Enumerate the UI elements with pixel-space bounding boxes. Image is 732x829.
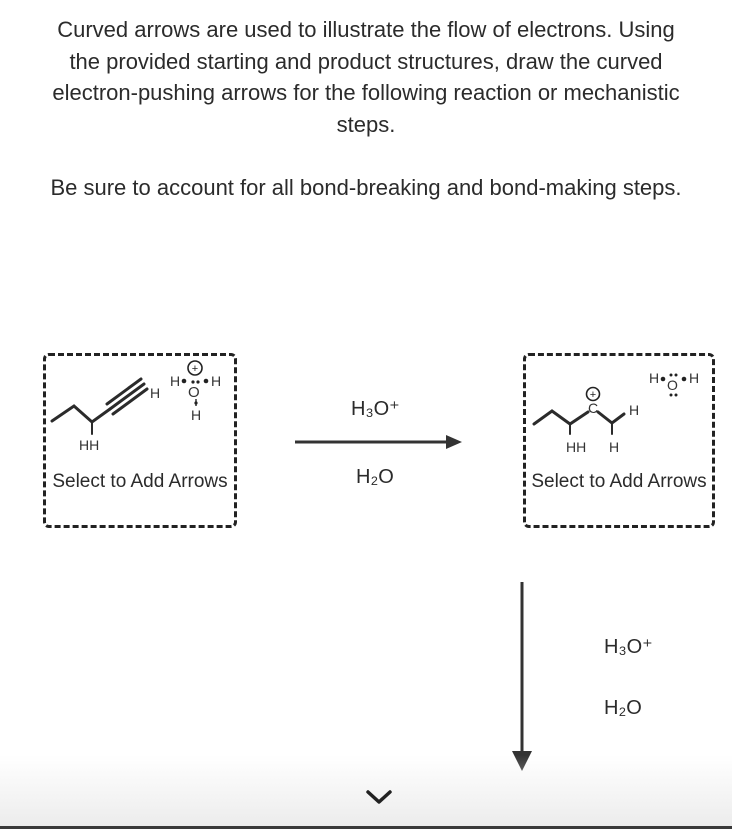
select-to-add-arrows-product[interactable]: Select to Add Arrows [531, 471, 707, 492]
reagent-water: H₂O [356, 466, 394, 488]
instructions-prompt: Curved arrows are used to illustrate the… [52, 17, 680, 137]
water-h-right: H [689, 370, 699, 386]
svg-text:+: + [590, 389, 596, 401]
vinyl-h-label: H [629, 402, 639, 418]
select-to-add-arrows-start[interactable]: Select to Add Arrows [52, 471, 228, 492]
carbocation-carbon: C [588, 400, 598, 416]
methylene-h-labels: HH [566, 439, 586, 455]
next-step-reagent-hydronium: H₃O⁺ [604, 636, 653, 658]
instructions-note: Be sure to account for all bond-breaking… [50, 175, 682, 200]
bottom-fade-overlay [0, 755, 732, 827]
water-oxygen: O [667, 377, 678, 393]
product-structure-panel[interactable]: + C H HH H H O H Select to Add Arrows [523, 353, 715, 528]
positive-charge-icon [187, 360, 203, 376]
next-step-reagent-water: H₂O [604, 697, 642, 719]
svg-text:+: + [192, 363, 198, 375]
hydronium-h-below: H [191, 407, 201, 423]
hydronium-oxygen: O [188, 384, 200, 401]
bottom-divider [0, 826, 732, 829]
product-structure-drawing: + C H HH H H O H [532, 370, 699, 455]
reagent-hydronium: H₃O⁺ [351, 398, 400, 420]
starting-structure-panel[interactable]: H H O + H H HH Select to Add Arrows [43, 353, 237, 528]
carbon-h-label: H [609, 439, 619, 455]
hydronium-h-right: H [211, 373, 221, 389]
next-step-arrow-down [512, 582, 532, 771]
water-h-left: H [649, 370, 659, 386]
reaction-arrow-right [295, 435, 462, 449]
methylene-h-labels: HH [79, 437, 99, 453]
carbocation-charge-icon [585, 386, 601, 402]
starting-structure-drawing: H H O + H H HH [50, 360, 221, 453]
alkyne-h-label: H [150, 385, 160, 401]
hydronium-h-left: H [170, 373, 180, 389]
chevron-down-icon[interactable] [366, 789, 396, 809]
